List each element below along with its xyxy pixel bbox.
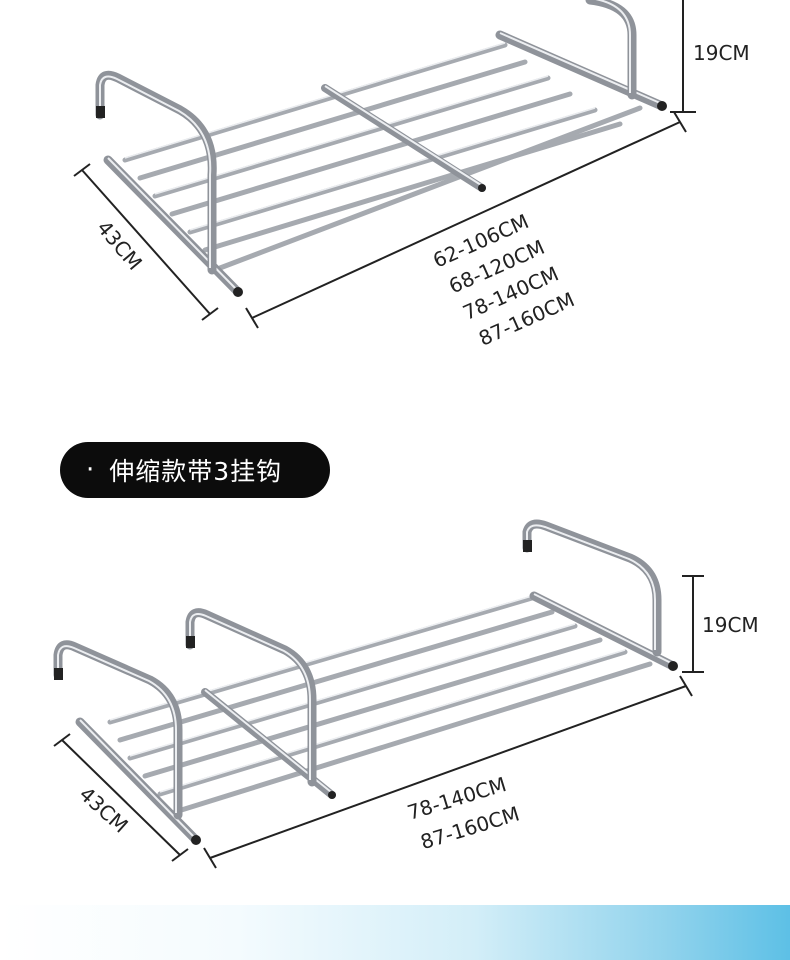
bottom-length-dimension [203, 675, 693, 869]
bottom-height-dimension [682, 575, 704, 673]
bottom-depth-label: 43CM [75, 782, 133, 838]
footer-gradient-band [0, 905, 790, 960]
top-length-dimension [245, 111, 687, 329]
top-rack-slats [122, 42, 643, 271]
bottom-length-labels: 78-140CM 87-160CM [404, 772, 522, 854]
top-depth-label: 43CM [92, 216, 147, 275]
top-product-section: 19CM 43CM 62-106CM 68-120CM 78-140CM 87-… [0, 0, 790, 420]
top-rear-bar [495, 30, 667, 111]
top-middle-bar [321, 84, 486, 192]
bottom-height-label: 19CM [702, 613, 759, 637]
top-height-label: 19CM [693, 41, 750, 65]
bottom-depth-dimension [53, 733, 189, 862]
variant-label-pill: · 伸缩款带3挂钩 [60, 442, 330, 498]
bullet-dot: · [86, 455, 96, 485]
variant-label-text: 伸缩款带3挂钩 [109, 457, 283, 486]
bottom-product-section: 19CM 43CM 78-140CM 87-160CM [0, 500, 790, 920]
top-depth-dimension [73, 163, 219, 321]
bottom-rear-bar [529, 591, 678, 671]
top-rack-illustration: 19CM 43CM 62-106CM 68-120CM 78-140CM 87-… [73, 0, 750, 351]
bottom-rack-slats [107, 595, 653, 815]
bottom-rack-illustration: 19CM 43CM 78-140CM 87-160CM [53, 519, 759, 869]
